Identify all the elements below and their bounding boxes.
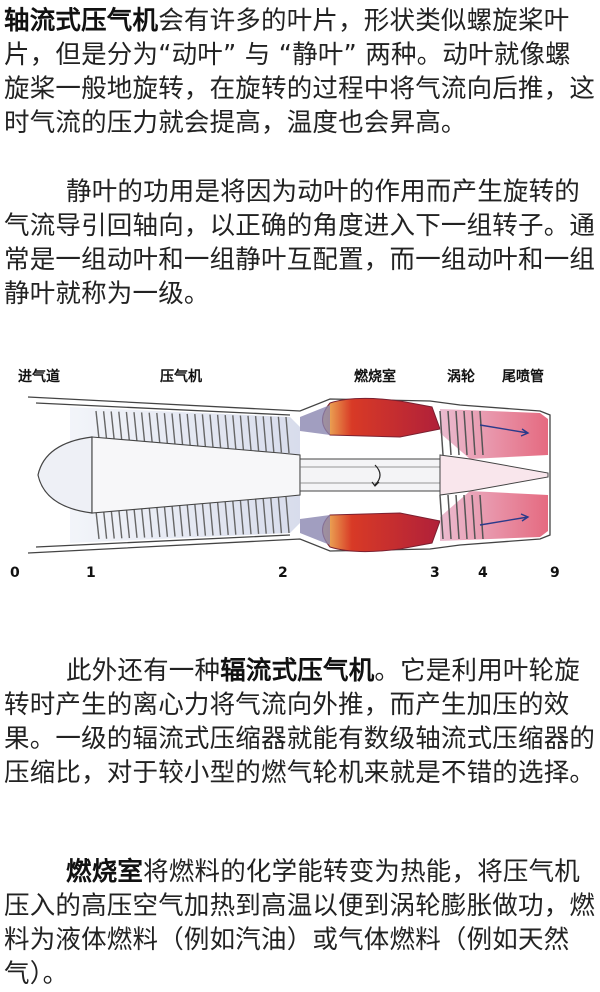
flow-arrows xyxy=(479,424,530,526)
combustion-chamber-bottom xyxy=(300,512,441,553)
compressor-blade xyxy=(224,501,229,535)
compressor-blades xyxy=(95,410,290,540)
compressor-blade xyxy=(247,499,252,535)
paragraph-stator-blades: 静叶的功用是将因为动叶的作用而产生旋转的气流导引回轴向，以正确的角度进入下一组转… xyxy=(4,175,596,311)
turbine-blade xyxy=(471,494,476,540)
engine-shaft xyxy=(91,436,441,514)
compressor-blade xyxy=(156,412,161,444)
turbine-nozzle-hot-section xyxy=(439,409,549,541)
compressor-blade xyxy=(102,411,108,440)
compressor-blade xyxy=(254,499,260,535)
compressor-blade xyxy=(239,500,245,535)
compressor-blade xyxy=(216,501,222,536)
compressor-blade xyxy=(102,510,108,539)
compressor-blade xyxy=(194,414,199,447)
station-number: 4 xyxy=(478,565,488,581)
turbojet-diagram: 进气道 压气机 燃烧室 涡轮 尾喷管 0 1 2 3 4 9 xyxy=(10,368,560,581)
compressor-blade xyxy=(148,507,153,538)
turbine-blade xyxy=(439,494,444,540)
paragraph-combustor: 燃烧室将燃料的化学能转变为热能，将压气机压入的高压空气加热到高温以便到涡轮膨胀做… xyxy=(4,855,596,991)
term-radial-compressor: 辐流式压气机 xyxy=(220,656,375,686)
paragraph-text: 。它是利用叶轮旋转时产生的离心力将气流向外推，而产生加压的效果。一级的辐流式压缩… xyxy=(4,656,596,788)
compressor-blade xyxy=(270,498,275,534)
station-number: 0 xyxy=(10,565,20,581)
station-numbers: 0 1 2 3 4 9 xyxy=(10,565,560,581)
turbine-blade xyxy=(455,410,460,456)
compressor-blade xyxy=(285,416,290,454)
compressor-blade xyxy=(118,509,123,539)
turbine-blade xyxy=(463,494,468,540)
compressor-blade xyxy=(171,505,176,537)
term-combustor: 燃烧室 xyxy=(66,857,144,887)
turbine-blades xyxy=(439,410,484,540)
station-number: 1 xyxy=(86,565,96,581)
paragraph-text: 静叶的功用是将因为动叶的作用而产生旋转的气流导引回轴向，以正确的角度进入下一组转… xyxy=(4,177,596,309)
turbine-blade xyxy=(447,494,452,540)
compressor-blade xyxy=(95,410,100,440)
compressor-blade xyxy=(110,411,115,441)
compressor-blade xyxy=(148,412,153,443)
compressor-blade xyxy=(262,498,267,534)
paragraph-text: 会有许多的叶片，形状类似螺旋桨叶片，但是分为“动叶” 与 “静叶” 两种。动叶就… xyxy=(4,6,596,138)
compressor-blade xyxy=(133,508,138,538)
compressor-blade xyxy=(194,503,199,536)
turbine-blade xyxy=(479,494,484,540)
compressor-blade xyxy=(163,413,169,445)
compressor-blade xyxy=(277,416,283,453)
compressor-blade xyxy=(262,416,267,452)
compressor-blade xyxy=(254,415,260,451)
compressor-blade xyxy=(133,412,138,442)
turbine-blade xyxy=(439,410,444,456)
compressor-blade xyxy=(209,502,214,536)
compressor-blade xyxy=(125,411,131,442)
label-turbine: 涡轮 xyxy=(447,368,475,385)
compressor-blade xyxy=(232,415,237,450)
station-number: 3 xyxy=(430,565,440,581)
label-combustor: 燃烧室 xyxy=(354,368,396,385)
compressor-blade xyxy=(247,415,252,451)
compressor-blade xyxy=(178,413,184,446)
compressor-blade xyxy=(110,509,115,539)
turbine-blade xyxy=(447,410,452,456)
turbine-blade xyxy=(471,410,476,456)
compressor-blade xyxy=(216,414,222,449)
paragraph-axial-compressor: 轴流式压气机会有许多的叶片，形状类似螺旋桨叶片，但是分为“动叶” 与 “静叶” … xyxy=(4,4,596,140)
compressor-blade xyxy=(171,413,176,445)
compressor-blade xyxy=(186,504,191,537)
label-compressor: 压气机 xyxy=(160,368,202,385)
turbine-blade xyxy=(463,410,468,456)
compressor-blade xyxy=(163,505,169,537)
compressor-blade xyxy=(201,503,207,536)
compressor-blade xyxy=(239,415,245,450)
compressor-blade xyxy=(209,414,214,448)
compressor-blade xyxy=(140,507,146,538)
label-nozzle: 尾喷管 xyxy=(502,368,544,385)
compressor-blade xyxy=(285,496,290,534)
compressor-blade xyxy=(178,504,184,537)
compressor-blade xyxy=(232,500,237,535)
compressor-blade xyxy=(270,416,275,452)
compressor-blade xyxy=(118,411,123,441)
turbine-blade xyxy=(479,410,484,456)
compressor-blade xyxy=(156,506,161,538)
label-inlet: 进气道 xyxy=(18,368,60,385)
compressor-blade xyxy=(186,413,191,446)
combustion-chamber-top xyxy=(300,397,441,438)
compressor-blade xyxy=(95,510,100,540)
compressor-blade xyxy=(201,414,207,447)
paragraph-text: 将燃料的化学能转变为热能，将压气机压入的高压空气加热到高温以便到涡轮膨胀做功，燃… xyxy=(4,857,596,989)
compressor-blade xyxy=(140,412,146,443)
compressor-blade xyxy=(125,508,131,539)
compressor-blade xyxy=(277,497,283,534)
station-number: 9 xyxy=(550,565,560,581)
compressor-blade xyxy=(224,415,229,449)
nose-cone xyxy=(37,436,93,514)
paragraph-radial-compressor: 此外还有一种辐流式压气机。它是利用叶轮旋转时产生的离心力将气流向外推，而产生加压… xyxy=(4,654,596,790)
station-number: 2 xyxy=(278,565,288,581)
term-axial-compressor: 轴流式压气机 xyxy=(4,6,159,36)
turbine-blade xyxy=(455,494,460,540)
paragraph-prefix: 此外还有一种 xyxy=(66,656,221,686)
